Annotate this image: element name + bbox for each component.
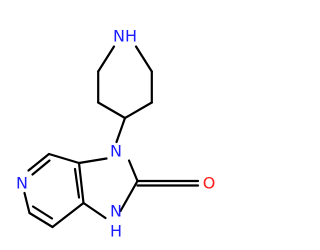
bond <box>31 205 54 220</box>
pyridine-ring <box>23 152 85 229</box>
atom-label-oxygen: O <box>203 174 216 193</box>
atom-label-n1: N <box>110 142 122 161</box>
bond <box>28 211 54 229</box>
bond <box>51 201 85 229</box>
bond <box>97 101 127 120</box>
atom-label-h3: H <box>110 222 122 241</box>
bond <box>119 179 139 213</box>
bond <box>23 191 31 215</box>
atom-label-n3: N <box>110 202 122 221</box>
bond <box>27 152 51 172</box>
carbonyl-bond <box>136 179 200 187</box>
bond <box>77 157 108 165</box>
bond <box>97 45 116 73</box>
imidazolone-ring <box>77 157 139 220</box>
bond <box>82 201 107 220</box>
bond <box>77 161 85 205</box>
molecule-structure-diagram: NH N N N H O <box>16 27 216 241</box>
bond <box>47 152 81 165</box>
bond <box>127 159 139 183</box>
atom-label-n-pyridine: N <box>16 174 28 193</box>
bond <box>31 159 51 176</box>
bond <box>73 167 81 199</box>
atom-label-nh: NH <box>113 27 137 46</box>
bond <box>134 45 153 73</box>
piperidine-ring <box>97 45 153 120</box>
bond <box>123 101 153 120</box>
bond <box>115 116 127 144</box>
